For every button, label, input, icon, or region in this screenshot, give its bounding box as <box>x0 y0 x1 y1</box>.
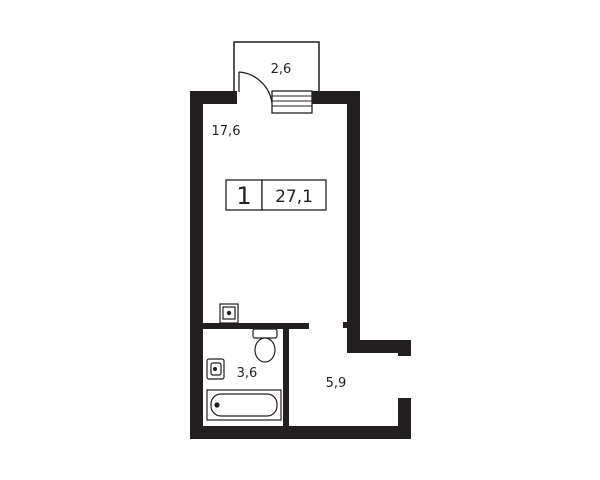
balcony-area-label: 2,6 <box>271 62 292 77</box>
exterior-walls <box>190 91 411 439</box>
bathroom-sink <box>206 358 225 380</box>
balcony-window <box>271 90 313 114</box>
total-area: 27,1 <box>275 187 313 207</box>
bathroom-area-label: 3,6 <box>237 366 258 381</box>
interior-partition <box>203 322 348 426</box>
balcony <box>233 41 320 92</box>
bathtub <box>206 389 282 421</box>
balcony-door[interactable] <box>238 71 273 104</box>
kitchen-sink <box>219 303 239 324</box>
living-area-label: 17,6 <box>212 124 241 139</box>
toilet <box>252 328 278 363</box>
apartment-badge: 1 27,1 <box>225 179 327 211</box>
rooms-count: 1 <box>236 182 251 210</box>
hallway-area-label: 5,9 <box>326 376 347 391</box>
